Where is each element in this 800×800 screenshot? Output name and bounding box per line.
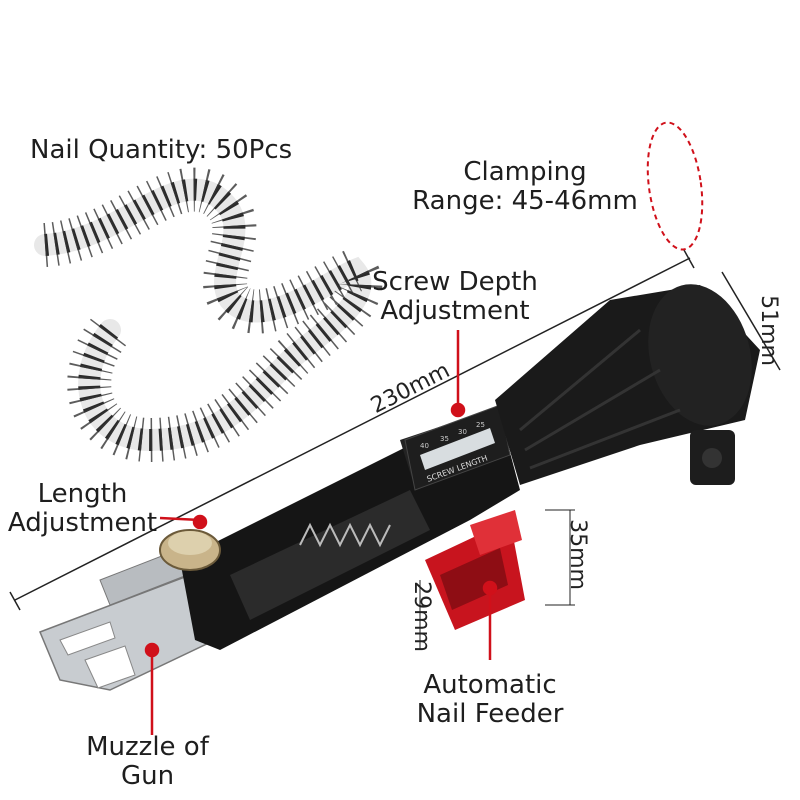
feeder-width-label: 29mm — [408, 581, 434, 652]
clamping-range-label: Clamping Range: 45-46mm — [412, 157, 638, 216]
nail-quantity-label: Nail Quantity: 50Pcs — [30, 135, 293, 165]
clamp-sleeve — [495, 284, 760, 485]
screw-depth-label: Screw Depth Adjustment — [372, 267, 538, 326]
length-adjust-knob — [159, 529, 221, 571]
diameter-dimension-label: 51mm — [755, 295, 781, 366]
svg-text:40: 40 — [420, 442, 429, 450]
svg-text:25: 25 — [476, 421, 485, 429]
diameter-dimension-line — [721, 271, 781, 371]
length-dimension-line — [14, 257, 691, 601]
length-adjustment-label: Length Adjustment — [7, 479, 158, 538]
muzzle-label: Muzzle of Gun — [86, 732, 209, 791]
screw-strip — [34, 167, 383, 463]
svg-text:30: 30 — [458, 428, 467, 436]
feeder-height-label: 35mm — [564, 519, 590, 590]
clamping-range-ellipse — [646, 121, 704, 251]
nail-feeder-label: Automatic Nail Feeder — [416, 670, 564, 729]
svg-text:35: 35 — [440, 435, 449, 443]
pointers — [144, 330, 498, 735]
nail-feeder — [425, 510, 525, 630]
